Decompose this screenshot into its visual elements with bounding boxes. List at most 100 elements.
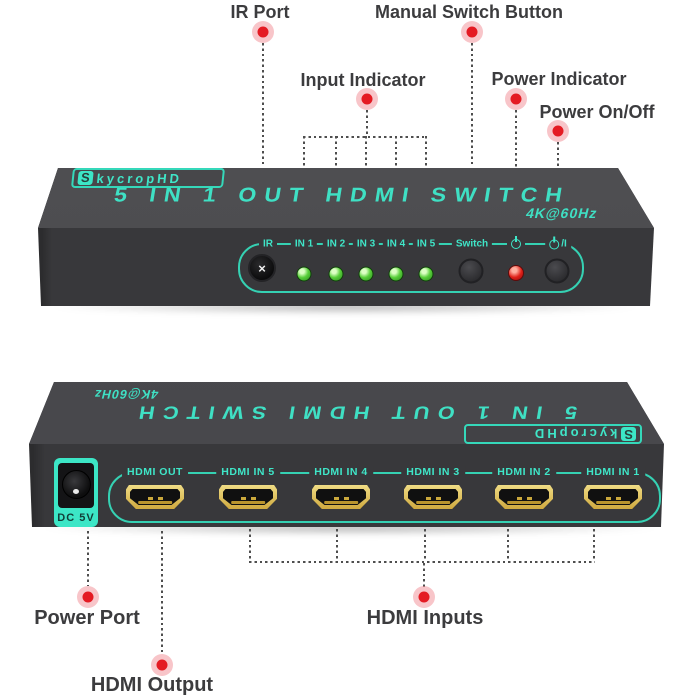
hdmi-pins (596, 501, 630, 504)
port-label-out: HDMI OUT (122, 466, 188, 478)
device-back-badge: 4K@60Hz (92, 387, 160, 401)
power-icon (511, 239, 521, 249)
marker-dot-ir-port (252, 21, 274, 43)
switch-button (458, 258, 484, 284)
hdmi-pin (158, 497, 164, 500)
hdmi-pins (138, 501, 172, 504)
leader-line (336, 529, 338, 561)
power-icon (549, 239, 560, 249)
port-label-in5: HDMI IN 5 (216, 466, 280, 478)
hdmi-port-in5 (219, 485, 277, 509)
device-front-title: 5 IN 1 OUT HDMI SWITCH (112, 184, 572, 207)
port-label-in1: HDMI IN 1 (581, 466, 645, 478)
leader-line (87, 531, 89, 586)
panel-label-in4: IN 4 (382, 238, 410, 250)
input-led-1 (296, 266, 312, 282)
marker-dot-power-onoff (547, 120, 569, 142)
hdmi-pin (436, 497, 442, 500)
power-led (508, 265, 524, 281)
panel-label-in2: IN 2 (322, 238, 350, 250)
callout-input-indicator: Input Indicator (300, 70, 426, 90)
leader-line (262, 43, 264, 167)
power-button (544, 258, 570, 284)
callout-power-indicator: Power Indicator (491, 69, 627, 89)
hdmi-pins (324, 501, 358, 504)
input-led-4 (388, 266, 404, 282)
panel-label-in1: IN 1 (290, 238, 318, 250)
callout-manual-switch: Manual Switch Button (375, 2, 563, 22)
brand-s-chip: S (621, 426, 636, 442)
marker-dot-power-port (77, 586, 99, 608)
input-led-5 (418, 266, 434, 282)
marker-dot-hdmi-inputs (413, 586, 435, 608)
leader-line (249, 529, 251, 561)
hdmi-pin (517, 497, 523, 500)
leader-line (515, 110, 517, 167)
leader-line (507, 529, 509, 561)
device-back-title: 5 IN 1 OUT HDMI SWITCH (129, 402, 579, 423)
hdmi-pin (241, 497, 247, 500)
panel-label-in3: IN 3 (352, 238, 380, 250)
leader-line (424, 529, 426, 561)
hdmi-pins (231, 501, 265, 504)
callout-hdmi-output: HDMI Output (90, 674, 214, 696)
input-led-2 (328, 266, 344, 282)
brand-text: kycropHD (531, 426, 618, 442)
leader-line (249, 561, 595, 563)
hdmi-port-in4 (312, 485, 370, 509)
hdmi-pins (507, 501, 541, 504)
panel-label-ir: IR (259, 238, 277, 250)
leader-line (161, 531, 163, 654)
port-label-in3: HDMI IN 3 (401, 466, 465, 478)
callout-power-port: Power Port (34, 607, 140, 629)
hdmi-pins (416, 501, 450, 504)
leader-line (423, 563, 425, 588)
panel-label-in5: IN 5 (412, 238, 440, 250)
power-indicator-icon (507, 239, 525, 249)
hdmi-pin (334, 497, 340, 500)
device-front-badge: 4K@60Hz (524, 205, 600, 221)
hdmi-pin (148, 497, 154, 500)
leader-line (365, 136, 367, 167)
marker-dot-manual-switch (461, 21, 483, 43)
hdmi-port-out (126, 485, 184, 509)
dc-label: DC 5V (57, 512, 95, 524)
hdmi-pin (426, 497, 432, 500)
leader-line (557, 142, 559, 167)
callout-hdmi-inputs: HDMI Inputs (366, 607, 484, 629)
panel-label-switch: Switch (451, 238, 493, 250)
ir-receiver: × (248, 254, 276, 282)
ir-x-mark: × (258, 260, 266, 276)
leader-line (425, 136, 427, 167)
dc-power-jack: DC 5V (54, 458, 98, 527)
hdmi-pin (344, 497, 350, 500)
brand-text: kycropHD (95, 170, 183, 186)
brand-s-chip: S (77, 170, 94, 186)
power-onoff-icon: /I (545, 238, 571, 250)
dc-jack-barrel (62, 470, 91, 499)
input-led-3 (358, 266, 374, 282)
back-panel-outline (108, 472, 661, 523)
callout-ir-port: IR Port (230, 2, 290, 22)
leader-line (593, 529, 595, 561)
callout-power-onoff: Power On/Off (539, 102, 655, 122)
hdmi-pin (527, 497, 533, 500)
front-panel-outline (238, 243, 584, 293)
leader-line (471, 43, 473, 167)
marker-dot-power-indicator (505, 88, 527, 110)
leader-line (303, 136, 305, 167)
marker-dot-hdmi-output (151, 654, 173, 676)
marker-dot-input-indicator (356, 88, 378, 110)
leader-line (366, 110, 368, 136)
port-label-in4: HDMI IN 4 (309, 466, 373, 478)
dc-jack-pin (73, 489, 79, 494)
hdmi-port-in2 (495, 485, 553, 509)
hdmi-pin (251, 497, 257, 500)
hdmi-pin (616, 497, 622, 500)
leader-line (335, 136, 337, 167)
leader-line (395, 136, 397, 167)
hdmi-port-in1 (584, 485, 642, 509)
